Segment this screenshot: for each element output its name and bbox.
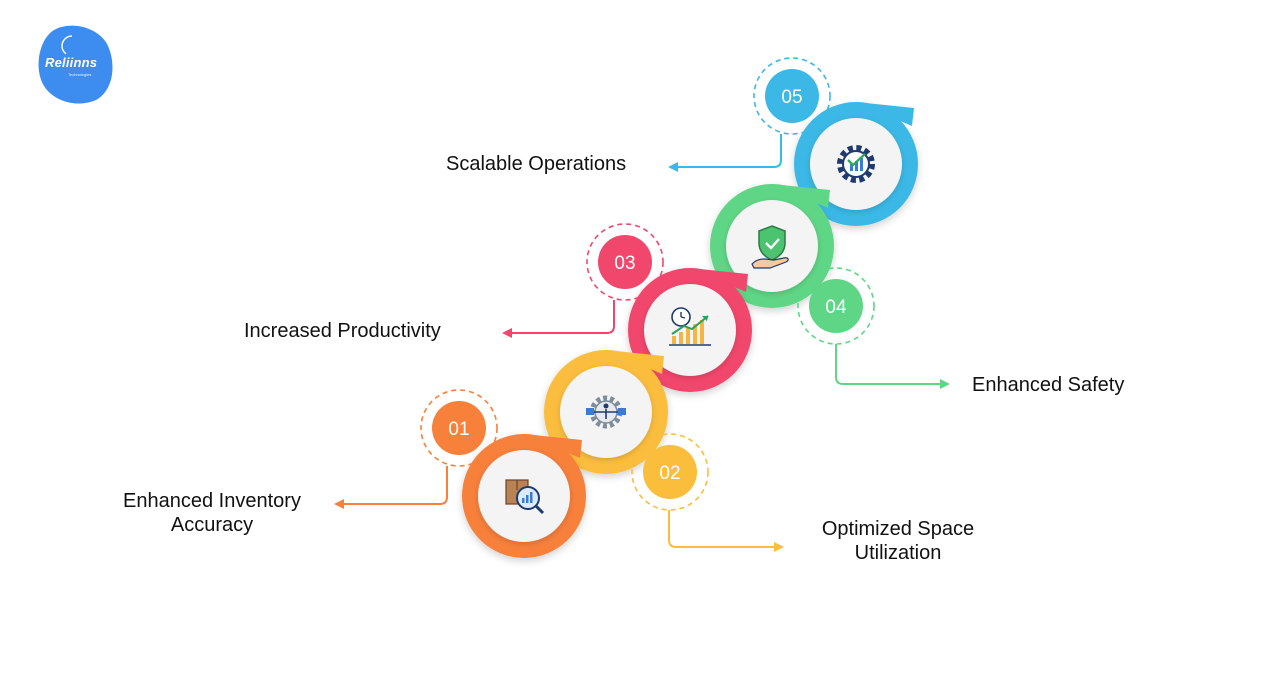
step-1-label: Enhanced Inventory Accuracy: [104, 489, 320, 537]
step-4-label: Enhanced Safety: [972, 373, 1172, 397]
step-4-connector-arrow: [835, 344, 950, 389]
step-1-number-badge: 01: [420, 389, 498, 467]
step-2-connector-arrow: [668, 510, 784, 552]
safety-shield-hand-icon: [751, 225, 789, 269]
step-3-number: 03: [614, 253, 635, 274]
step-5-label: Scalable Operations: [446, 152, 666, 176]
step-2-label-line1: Optimized Space: [821, 518, 975, 540]
step-3-number-badge: 03: [586, 223, 664, 301]
gear-network-icon: [586, 395, 626, 429]
step-3-connector-arrow: [502, 300, 615, 338]
step-5-number: 05: [781, 87, 802, 108]
step-1-connector-arrow: [334, 466, 448, 509]
step-4-number: 04: [825, 297, 847, 318]
step-2-label-line2: Utilization: [854, 542, 942, 564]
step-5-number-badge: 05: [753, 57, 831, 135]
step-1-label-line1: Enhanced Inventory: [123, 490, 301, 512]
logo-name: Reliinns: [45, 55, 98, 70]
step-2-label: Optimized Space Utilization: [790, 517, 1006, 565]
inventory-search-icon: [505, 479, 545, 515]
step-5-connector-arrow: [668, 134, 782, 172]
logo-tagline: Technologies: [68, 72, 92, 77]
step-4-label-line1: Enhanced Safety: [972, 374, 1125, 396]
step-3-label: Increased Productivity: [244, 319, 480, 343]
scalable-gear-icon: [837, 145, 875, 183]
logo-blob-icon: [38, 25, 113, 104]
step-1-number: 01: [448, 419, 469, 440]
step-5-label-line1: Scalable Operations: [446, 153, 627, 175]
step-4-number-badge: 04: [797, 267, 875, 345]
step-2-number: 02: [659, 463, 680, 484]
company-logo: Reliinns Technologies: [36, 24, 116, 106]
step-1-label-line2: Accuracy: [170, 514, 254, 536]
productivity-chart-icon: [669, 307, 711, 346]
step-2-number-badge: 02: [631, 433, 709, 511]
step-3-label-line1: Increased Productivity: [244, 320, 441, 342]
